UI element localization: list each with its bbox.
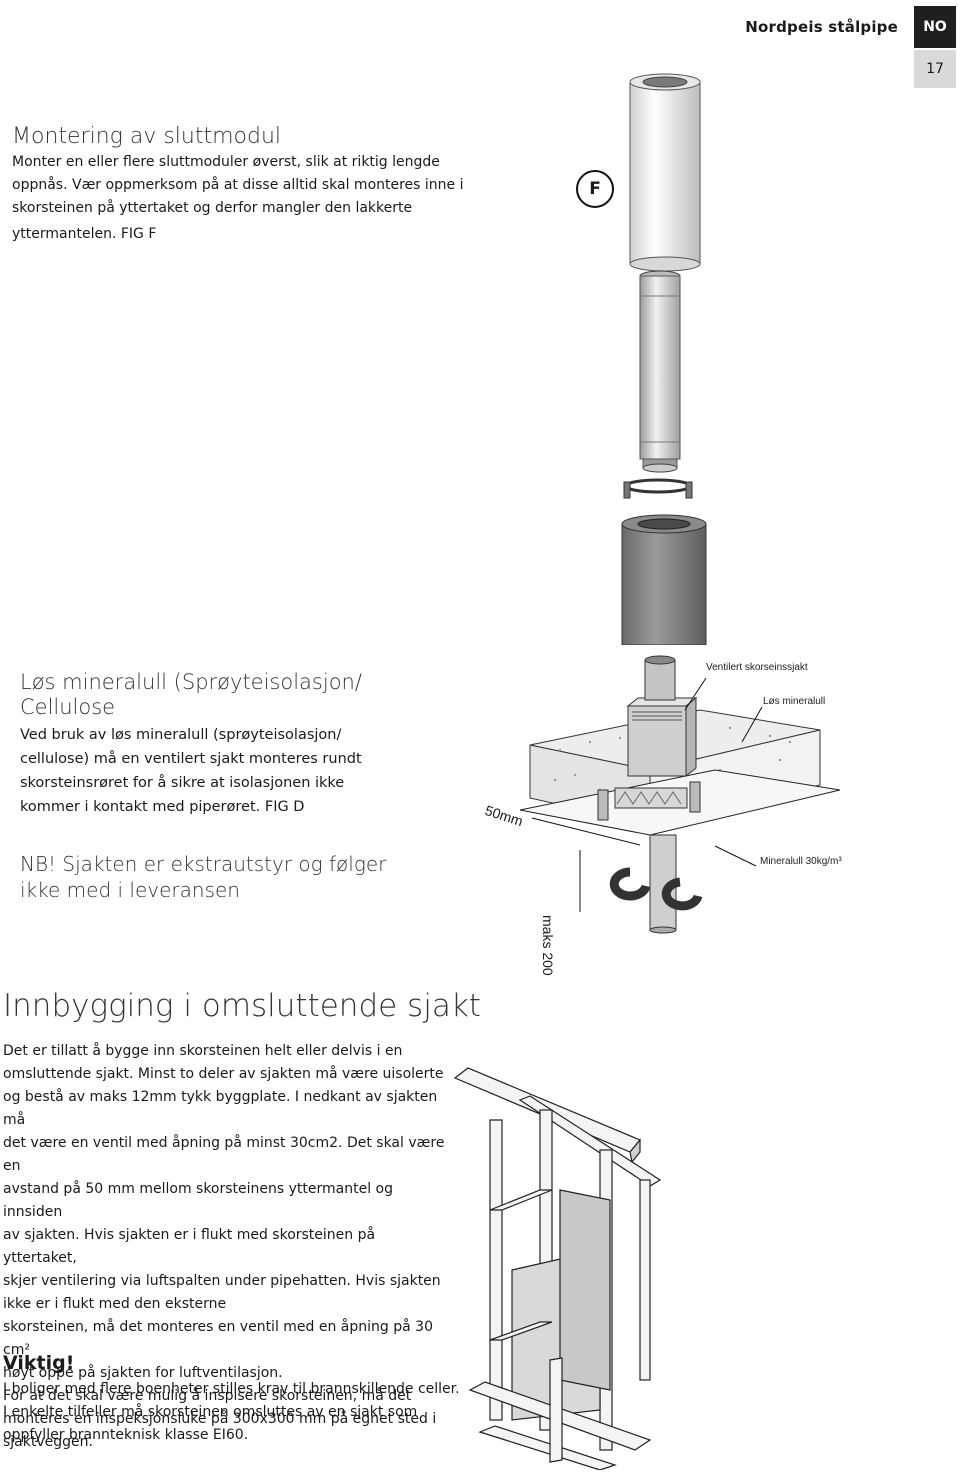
joist — [689, 781, 701, 813]
page-number: 17 — [914, 50, 956, 88]
title-line: Løs mineralull (Sprøyteisolasjon/ — [20, 670, 362, 694]
text-line: skjer ventilering via luftspalten under … — [3, 1273, 441, 1289]
title-line: Cellulose — [20, 695, 116, 719]
text-line: og bestå av maks 12mm tykk byggplate. I … — [3, 1089, 438, 1128]
note-shaft-extra: NB! Sjakten er ekstrautstyr og følger ik… — [20, 851, 386, 903]
figure-d-shaft-illustration — [519, 655, 841, 934]
mineralull-text: Ved bruk av løs mineralull (sprøyteisola… — [20, 723, 420, 819]
text-line: av sjakten. Hvis sjakten er i flukt med … — [3, 1227, 376, 1266]
text-line: høyt oppe på sjakten for luftventilasjon… — [3, 1365, 283, 1381]
section-title-sluttmodul: Montering av sluttmodul — [12, 124, 282, 149]
text-line: sjaktveggen. — [3, 1434, 93, 1450]
text-line: kommer i kontakt med piperøret. FIG D — [20, 799, 305, 815]
text-line: Monter en eller flere sluttmoduler øvers… — [12, 154, 440, 170]
ventilated-shaft-box — [626, 696, 698, 778]
note-line: NB! Sjakten er ekstrautstyr og følger — [20, 852, 387, 876]
label-mineral-wool-density: Mineralull 30kg/m³ — [760, 856, 842, 867]
label-loose-mineral-wool: Løs mineralull — [763, 696, 826, 707]
rotation-arrow-right — [661, 877, 703, 911]
mineral-wool-block — [614, 787, 688, 809]
outer-casing-pipe — [621, 514, 707, 645]
sluttmodul-text: Monter en eller flere sluttmoduler øvers… — [12, 151, 482, 246]
text-line: yttermantelen. FIG F — [12, 226, 157, 242]
label-max-200: maks 200 — [540, 915, 556, 976]
brand-title: Nordpeis stålpipe — [745, 18, 898, 36]
figure-f-label: F — [576, 170, 614, 208]
text-line: oppnås. Vær oppmerksom på at disse allti… — [12, 177, 464, 193]
shaft-frame-illustration — [453, 1067, 662, 1470]
text-line: det være en ventil med åpning på minst 3… — [3, 1135, 445, 1174]
viktig-text: I boliger med flere boenheter stilles kr… — [3, 1378, 473, 1447]
leader-vent — [684, 677, 707, 711]
text-line: skorsteinsrøret for å sikre at isolasjon… — [20, 775, 345, 791]
note-line: ikke med i leveransen — [20, 878, 240, 902]
text-line: oppfyller brannteknisk klasse EI60. — [3, 1427, 249, 1443]
section-title-mineralull: Løs mineralull (Sprøyteisolasjon/ Cellul… — [20, 670, 362, 720]
rotation-arrow-left — [609, 867, 651, 901]
text-line: Det er tillatt å bygge inn skorsteinen h… — [3, 1043, 403, 1059]
viktig-heading: Viktig! — [3, 1352, 75, 1374]
post-left — [489, 1119, 503, 1421]
leader-loose — [741, 706, 763, 743]
language-badge: NO — [914, 6, 956, 48]
text-line: skorsteinen, må det monteres en ventil m… — [3, 1319, 433, 1358]
label-ventilated-shaft: Ventilert skorseinssjakt — [706, 662, 808, 673]
post-back — [639, 1179, 651, 1381]
text-line: skorsteinen på yttertaket og derfor mang… — [12, 200, 413, 216]
text-line: omsluttende sjakt. Minst to deler av sja… — [3, 1066, 444, 1082]
text-line: monteres en inspeksjonsluke på 300x300 m… — [3, 1411, 437, 1427]
text-line: ikke er i flukt med den eksterne — [3, 1296, 227, 1312]
figure-f-chimney-illustration — [621, 73, 707, 645]
text-line: For at det skal være mulig å inspisere s… — [3, 1388, 412, 1404]
text-line: Ved bruk av løs mineralull (sprøyteisola… — [20, 727, 342, 743]
board-panel-side — [559, 1189, 611, 1391]
joist — [597, 789, 609, 821]
text-line: I enkelte tilfeller må skorsteinen omslu… — [3, 1404, 418, 1420]
end-module-pipe — [629, 73, 701, 272]
text-line: I boliger med flere boenheter stilles kr… — [3, 1381, 460, 1397]
leader-mineral — [714, 845, 757, 867]
text-line: cellulose) må en ventilert sjakt montere… — [20, 751, 362, 767]
sjakt-text: Det er tillatt å bygge inn skorsteinen h… — [3, 1040, 453, 1454]
section-title-sjakt: Innbygging i omsluttende sjakt — [3, 988, 481, 1024]
mounting-ring — [623, 478, 693, 499]
gap-dimension-line — [531, 817, 641, 846]
pipe-top — [644, 659, 676, 701]
steel-pipe — [639, 270, 681, 473]
text-line: avstand på 50 mm mellom skorsteinens ytt… — [3, 1181, 394, 1220]
